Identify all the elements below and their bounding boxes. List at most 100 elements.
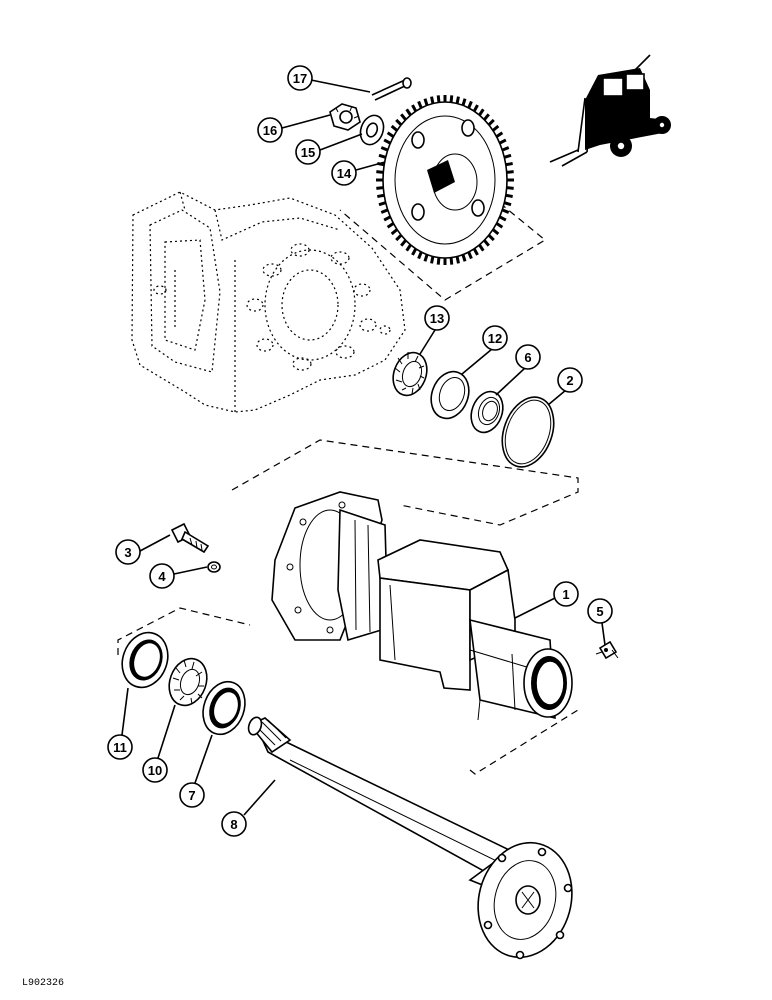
gear-tooth bbox=[487, 234, 495, 242]
gear-tooth bbox=[376, 170, 384, 174]
callout-5-label: 5 bbox=[596, 604, 603, 619]
gear-tooth bbox=[491, 228, 500, 236]
gear-tooth bbox=[400, 239, 407, 247]
drawing-reference-code: L902326 bbox=[22, 978, 65, 989]
cotter-pin bbox=[371, 77, 412, 101]
gear-tooth bbox=[483, 239, 490, 247]
gear-tooth bbox=[506, 170, 514, 174]
gear-tooth bbox=[376, 186, 384, 190]
gear-tooth bbox=[390, 124, 399, 132]
callout-12: 12 bbox=[461, 325, 508, 375]
callout-16-label: 16 bbox=[263, 123, 277, 138]
gear-tooth bbox=[390, 228, 399, 236]
gear-tooth bbox=[503, 153, 512, 159]
gear-tooth bbox=[478, 108, 485, 116]
callout-11: 11 bbox=[107, 687, 133, 760]
gear-tooth bbox=[478, 244, 485, 252]
gear-tooth bbox=[487, 118, 495, 126]
callout-4-label: 4 bbox=[158, 569, 166, 584]
tapered-roller-bearing bbox=[392, 351, 428, 397]
callout-15: 15 bbox=[295, 133, 363, 165]
gear-tooth bbox=[378, 201, 387, 207]
gear-tooth bbox=[417, 100, 423, 109]
gear-tooth bbox=[386, 222, 395, 229]
axle-housing bbox=[271, 491, 573, 721]
gear-tooth bbox=[467, 251, 473, 260]
drive-gear bbox=[376, 95, 514, 265]
callout-6: 6 bbox=[495, 344, 541, 396]
axle-seal bbox=[202, 680, 246, 736]
gear-tooth bbox=[449, 95, 454, 103]
housing-assembly-envelope bbox=[231, 439, 579, 526]
gear-tooth bbox=[472, 248, 479, 256]
tapered-bearing-cone bbox=[168, 657, 208, 707]
gear-tooth bbox=[383, 215, 392, 222]
callout-2-label: 2 bbox=[566, 373, 573, 388]
callout-3-label: 3 bbox=[124, 545, 131, 560]
gear-tooth bbox=[491, 124, 500, 132]
gear-tooth bbox=[501, 146, 510, 152]
callout-6-label: 6 bbox=[524, 350, 531, 365]
gear-tooth bbox=[505, 161, 513, 167]
gear-tooth bbox=[430, 96, 435, 104]
gear-tooth bbox=[417, 251, 423, 260]
washer bbox=[359, 114, 385, 146]
oil-seal bbox=[470, 390, 504, 434]
gear-tooth bbox=[501, 208, 510, 214]
callout-14-label: 14 bbox=[337, 166, 352, 181]
gear-tooth bbox=[430, 256, 435, 264]
callout-7-label: 7 bbox=[188, 788, 195, 803]
callout-5: 5 bbox=[587, 598, 613, 646]
gear-tooth bbox=[506, 186, 514, 190]
gear-tooth bbox=[423, 98, 429, 106]
gear-tooth bbox=[395, 234, 403, 242]
callout-12-label: 12 bbox=[488, 331, 502, 346]
gear-tooth bbox=[495, 131, 504, 138]
gear-tooth bbox=[395, 118, 403, 126]
callout-layer: 17 16 15 14 13 12 6 2 bbox=[107, 65, 613, 837]
gear-tooth bbox=[405, 108, 412, 116]
gear-tooth bbox=[436, 95, 441, 103]
gear-tooth bbox=[503, 201, 512, 207]
bearing-cup-outer bbox=[121, 631, 169, 689]
callout-13: 13 bbox=[419, 305, 450, 355]
callout-8: 8 bbox=[221, 779, 276, 837]
bearing-cup bbox=[430, 370, 470, 420]
callout-2: 2 bbox=[547, 367, 583, 406]
gear-tooth bbox=[472, 104, 479, 112]
gear-assembly-envelope bbox=[339, 149, 547, 301]
gear-tooth bbox=[380, 208, 389, 214]
gear-tooth bbox=[455, 256, 460, 264]
forklift-icon bbox=[549, 54, 671, 167]
gear-tooth bbox=[461, 254, 467, 262]
callout-16: 16 bbox=[257, 114, 331, 143]
callout-1: 1 bbox=[514, 581, 579, 619]
gear-tooth bbox=[378, 153, 387, 159]
callout-10-label: 10 bbox=[148, 763, 162, 778]
gear-tooth bbox=[495, 222, 504, 229]
gear-tooth bbox=[467, 100, 473, 109]
gear-tooth bbox=[423, 254, 429, 262]
gear-tooth bbox=[400, 113, 407, 121]
callout-15-label: 15 bbox=[301, 145, 315, 160]
callout-10: 10 bbox=[142, 704, 176, 783]
callout-14: 14 bbox=[331, 160, 386, 186]
callout-7: 7 bbox=[179, 734, 213, 808]
gear-tooth bbox=[386, 131, 395, 138]
gear-tooth bbox=[377, 193, 385, 199]
gear-tooth bbox=[498, 138, 507, 145]
gear-tooth bbox=[436, 257, 441, 265]
shaft-assembly-envelope bbox=[117, 607, 579, 775]
callout-11-label: 11 bbox=[113, 740, 127, 755]
lock-washer bbox=[207, 561, 221, 573]
gear-tooth bbox=[411, 248, 418, 256]
callout-17: 17 bbox=[287, 65, 371, 93]
axle-housing-outline bbox=[131, 191, 406, 413]
callout-4: 4 bbox=[149, 563, 208, 589]
gear-tooth bbox=[411, 104, 418, 112]
gear-tooth bbox=[449, 257, 454, 265]
callout-17-label: 17 bbox=[293, 71, 307, 86]
gear-tooth bbox=[383, 138, 392, 145]
gear-tooth bbox=[505, 193, 513, 199]
